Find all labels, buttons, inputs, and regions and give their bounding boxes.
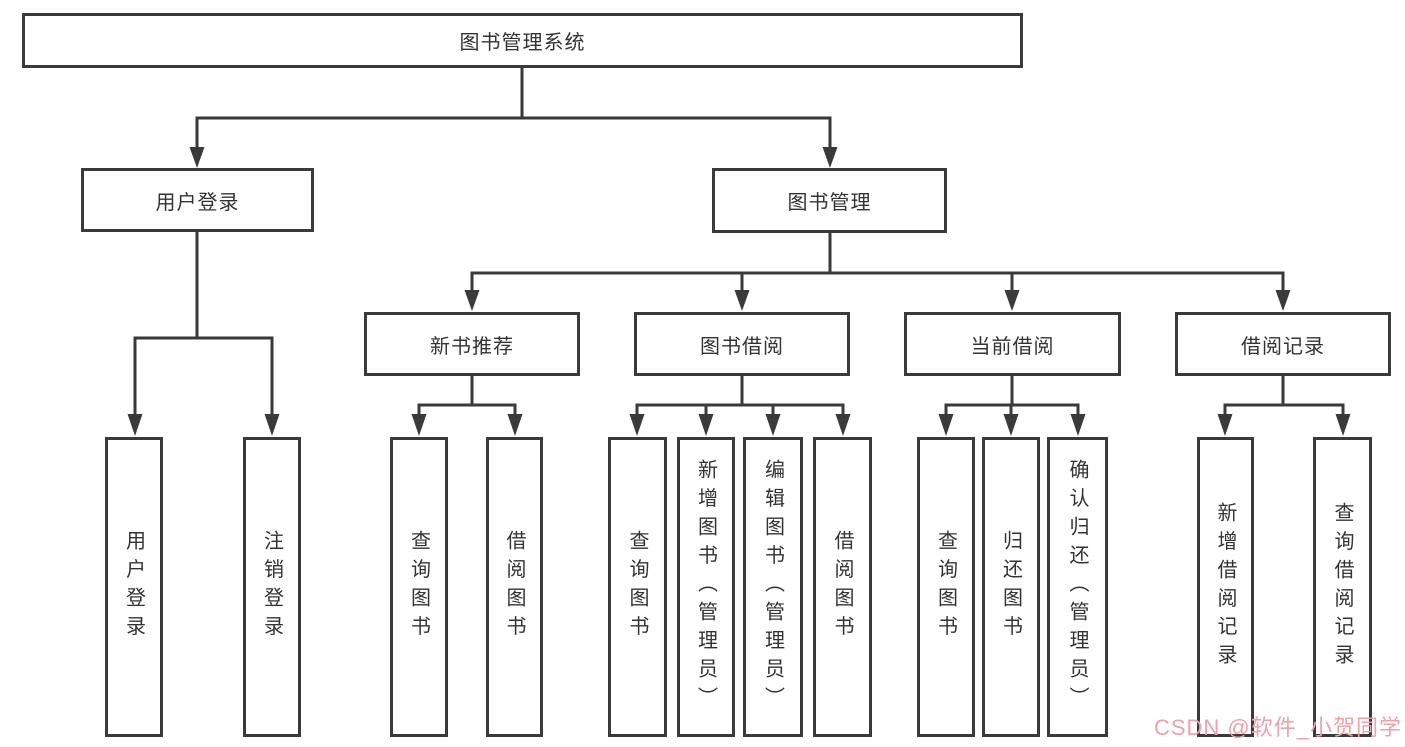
node-current-borrowing: 当前借阅: [904, 312, 1121, 376]
leaf-borrow-books-recommend: 借阅图书: [486, 437, 543, 737]
leaf-edit-books-admin: 编辑图书（管理员）: [743, 437, 803, 737]
leaf-query-borrow-record: 查询借阅记录: [1313, 437, 1372, 737]
leaf-borrow-books-borrowing: 借阅图书: [813, 437, 872, 737]
leaf-query-books-current: 查询图书: [917, 437, 975, 737]
leaf-user-login: 用户登录: [105, 437, 163, 737]
leaf-confirm-return-admin: 确认归还（管理员）: [1047, 437, 1108, 737]
node-new-book-recommendation: 新书推荐: [364, 312, 580, 376]
leaf-query-books-recommend: 查询图书: [390, 437, 448, 737]
arrowheads: [127, 147, 1351, 436]
leaf-logout: 注销登录: [243, 437, 301, 737]
node-root: 图书管理系统: [22, 13, 1023, 68]
leaf-return-books: 归还图书: [982, 437, 1040, 737]
leaf-add-books-admin: 新增图书（管理员）: [677, 437, 735, 737]
node-book-borrowing: 图书借阅: [634, 312, 850, 376]
node-book-management: 图书管理: [712, 168, 947, 233]
node-user-login: 用户登录: [81, 168, 314, 232]
leaf-query-books-borrowing: 查询图书: [608, 437, 667, 737]
leaf-add-borrow-record: 新增借阅记录: [1197, 437, 1254, 737]
node-borrowing-records: 借阅记录: [1175, 312, 1391, 376]
